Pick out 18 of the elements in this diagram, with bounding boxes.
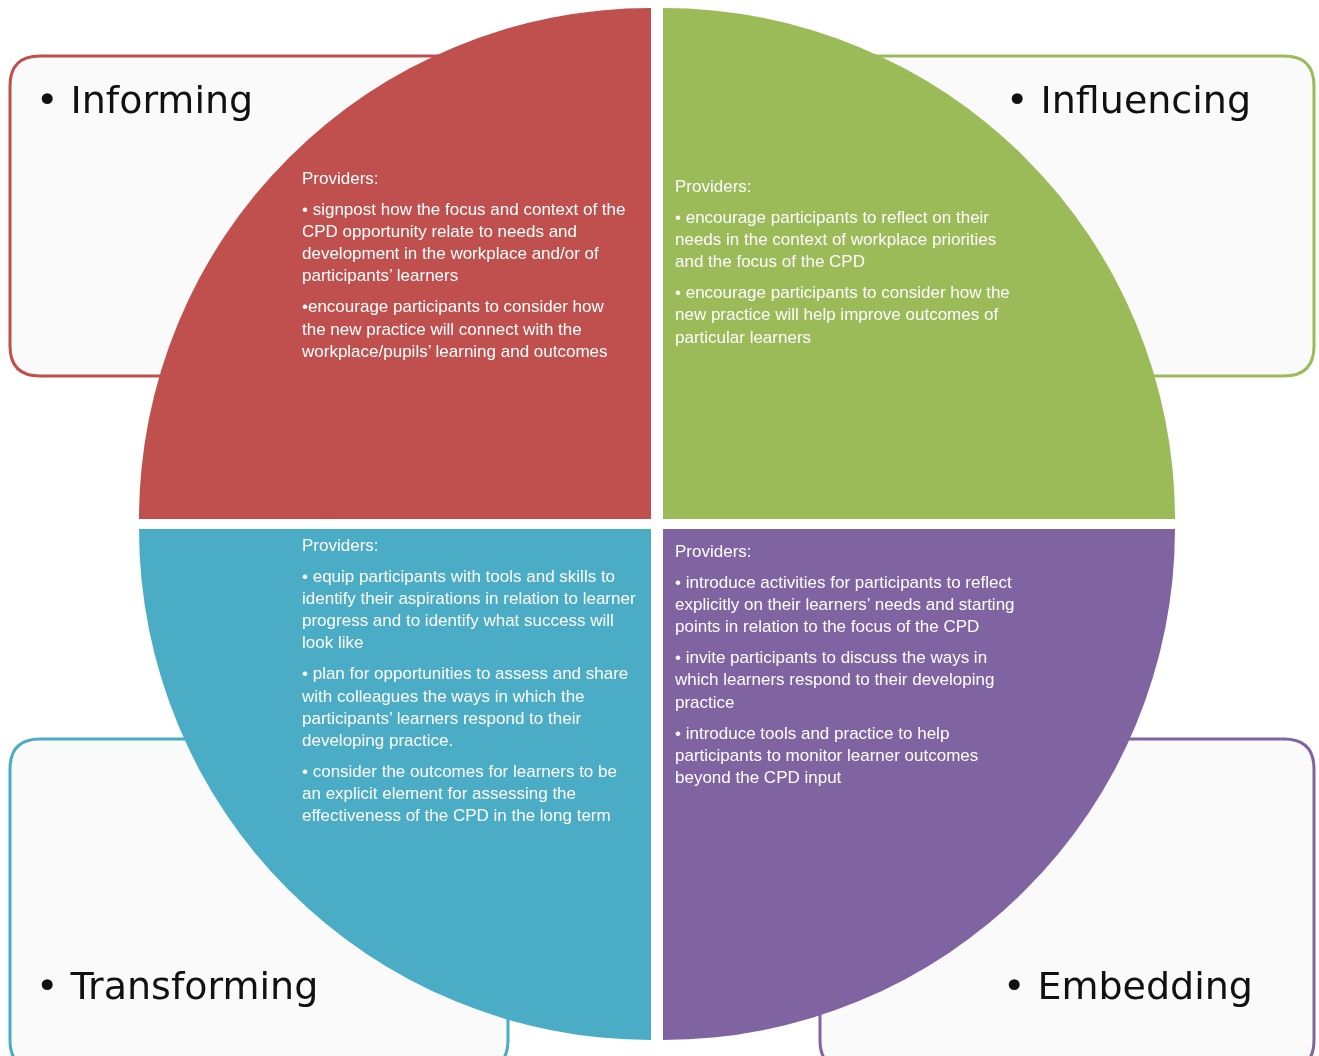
heading-text: Providers: — [302, 535, 380, 557]
stage-label: • Embedding — [1002, 964, 1253, 1008]
heading-text: Providers: — [675, 541, 753, 563]
bullet-text: •encourage participants to consider how the new practice will connect with the workplace/pupils’ learning and outcomes — [302, 296, 609, 363]
bullet-text: • encourage participants to consider how the new practice will help improve outcomes of particular learners — [675, 282, 1011, 349]
stage-label: • Informing — [36, 78, 254, 122]
bullet-text: • plan for opportunities to assess and share with colleagues the ways in which the participants’ learners respond to their developing practice. — [302, 663, 630, 752]
heading-text: Providers: — [302, 168, 380, 190]
bullet-text: • signpost how the focus and context of the CPD opportunity relate to needs and development in the workplace and/or of participants’ learners — [302, 199, 627, 288]
heading-text: Providers: — [675, 176, 753, 198]
bullet-text: • consider the outcomes for learners to be an explicit element for assessing the effectiveness of the CPD in the long term — [302, 760, 618, 828]
bullet-text: • equip participants with tools and skills to identify their aspirations in relation to learner progress and to identify what success will look like — [302, 566, 637, 655]
stage-label: • Transforming — [36, 964, 319, 1008]
bullet-text: • introduce activities for participants to reflect explicitly on their learners’ needs and starting points in relation to the focus of the CPD — [675, 572, 1016, 639]
bullet-text: • introduce tools and practice to help participants to monitor learner outcomes beyond the CPD input — [675, 722, 980, 789]
bullet-text: • encourage participants to reflect on their needs in the context of workplace priorities and the focus of the CPD — [675, 207, 998, 274]
bullet-text: • invite participants to discuss the ways in which learners respond to their developing practice — [675, 647, 996, 714]
stage-label: • Influencing — [1006, 78, 1251, 122]
